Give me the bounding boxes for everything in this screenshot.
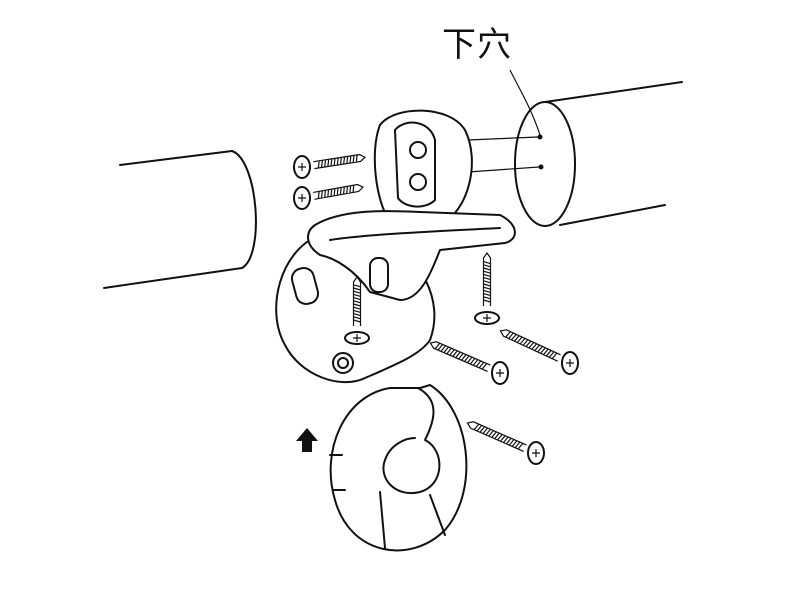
- screw: [429, 341, 509, 385]
- phillips-head-icon: [496, 369, 504, 377]
- phillips-head-icon: [483, 314, 491, 322]
- screw: [293, 153, 366, 179]
- pilot-hole-lower: [538, 164, 544, 170]
- pilot-hole-label: 下穴: [442, 25, 512, 65]
- screw: [466, 421, 545, 465]
- cover-plate: [329, 384, 468, 552]
- phillips-head-icon: [532, 449, 540, 457]
- phillips-head-icon: [298, 163, 306, 171]
- label-leader-line: [509, 69, 541, 136]
- phillips-head-icon: [566, 359, 574, 367]
- left-pipe: [103, 150, 257, 289]
- screw: [344, 275, 370, 345]
- screw: [293, 183, 364, 210]
- phillips-head-icon: [298, 194, 306, 202]
- alignment-lines: [467, 136, 540, 173]
- up-arrow-icon: [296, 428, 318, 452]
- bracket: [307, 109, 516, 301]
- pilot-hole-upper: [537, 134, 543, 140]
- screw: [474, 251, 500, 325]
- screw: [499, 329, 579, 375]
- phillips-head-icon: [353, 334, 361, 342]
- right-pipe: [514, 81, 683, 227]
